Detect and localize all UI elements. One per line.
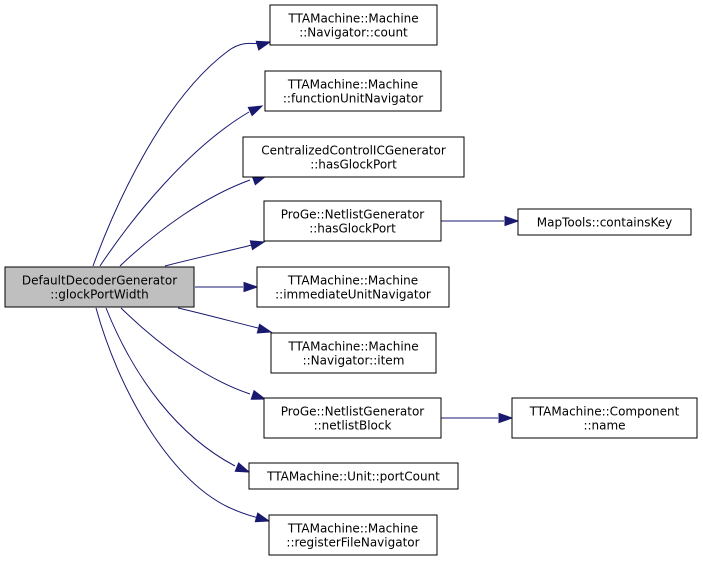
node-n5[interactable]: MapTools::containsKey: [517, 208, 692, 236]
edge-line: [99, 111, 250, 267]
node-root[interactable]: DefaultDecoderGenerator::glockPortWidth: [4, 266, 195, 308]
arrowhead-icon: [247, 105, 264, 117]
edge-n4-n5: [441, 215, 520, 227]
arrowhead-icon: [249, 240, 266, 251]
node-label: ::functionUnitNavigator: [283, 92, 423, 106]
node-n7[interactable]: TTAMachine::Machine::Navigator::item: [270, 332, 437, 374]
edge-root-n4: [164, 240, 266, 267]
node-label: ::name: [583, 419, 625, 433]
node-label: TTAMachine::Machine: [287, 274, 418, 288]
node-label: ProGe::NetlistGenerator: [281, 208, 424, 222]
edge-line: [177, 307, 259, 329]
node-box: [248, 462, 459, 490]
edge-line: [105, 307, 236, 467]
node-label: DefaultDecoderGenerator: [22, 274, 177, 288]
node-label: ::hasGlockPort: [309, 222, 396, 236]
arrowhead-icon: [254, 512, 271, 523]
node-box: [264, 70, 442, 112]
node-box: [256, 266, 450, 308]
node-label: ::hasGlockPort: [310, 158, 397, 172]
edge-line: [95, 307, 264, 520]
edge-root-n6: [195, 281, 259, 293]
edge-root-n3: [119, 175, 268, 267]
node-n4[interactable]: ProGe::NetlistGenerator::hasGlockPort: [263, 200, 442, 242]
node-label: MapTools::containsKey: [537, 216, 673, 230]
node-n8[interactable]: ProGe::NetlistGenerator::netlistBlock: [263, 397, 442, 439]
node-n1[interactable]: TTAMachine::Machine::Navigator::count: [269, 4, 438, 46]
arrowhead-icon: [234, 462, 251, 473]
arrowhead-icon: [498, 412, 514, 424]
node-label: ProGe::NetlistGenerator: [281, 405, 424, 419]
node-box: [511, 397, 698, 439]
node-box: [263, 200, 442, 242]
arrowhead-icon: [250, 389, 267, 400]
arrowhead-icon: [243, 281, 259, 293]
node-label: ::Navigator::count: [299, 26, 408, 40]
node-label: TTAMachine::Machine: [287, 522, 418, 536]
nodes-layer: DefaultDecoderGenerator::glockPortWidthT…: [4, 4, 698, 556]
edge-root-n2: [99, 105, 264, 267]
edges-layer: [92, 40, 520, 523]
node-label: TTAMachine::Machine: [287, 78, 418, 92]
node-box: [270, 332, 437, 374]
node-label: ::immediateUnitNavigator: [275, 288, 431, 302]
node-n3[interactable]: CentralizedControlICGenerator::hasGlockP…: [242, 136, 465, 178]
edge-line: [120, 307, 251, 395]
node-label: ::registerFileNavigator: [286, 536, 419, 550]
node-n11[interactable]: TTAMachine::Machine::registerFileNavigat…: [268, 514, 438, 556]
edge-root-n10: [105, 307, 251, 473]
edge-root-n7: [177, 307, 273, 334]
edge-root-n11: [95, 307, 271, 523]
node-box: [242, 136, 465, 178]
edge-line: [92, 42, 265, 267]
node-label: TTAMachine::Unit::portCount: [266, 470, 440, 484]
node-label: TTAMachine::Machine: [287, 340, 418, 354]
node-n2[interactable]: TTAMachine::Machine::functionUnitNavigat…: [264, 70, 442, 112]
node-box: [263, 397, 442, 439]
arrowhead-icon: [256, 323, 273, 334]
edge-n8-n9: [441, 412, 514, 424]
edge-line: [164, 244, 253, 267]
node-n6[interactable]: TTAMachine::Machine::immediateUnitNaviga…: [256, 266, 450, 308]
node-label: TTAMachine::Machine: [287, 12, 418, 26]
node-label: TTAMachine::Component: [529, 405, 680, 419]
node-n10[interactable]: TTAMachine::Unit::portCount: [248, 462, 459, 490]
node-label: ::netlistBlock: [314, 419, 392, 433]
node-label: ::glockPortWidth: [50, 288, 149, 302]
node-label: ::Navigator::item: [303, 354, 405, 368]
node-box: [268, 514, 438, 556]
node-box: [4, 266, 195, 308]
edge-root-n8: [120, 307, 267, 400]
node-n9[interactable]: TTAMachine::Component::name: [511, 397, 698, 439]
node-label: CentralizedControlICGenerator: [261, 144, 446, 158]
node-box: [269, 4, 438, 46]
edge-root-n1: [92, 40, 272, 267]
arrowhead-icon: [504, 215, 520, 227]
edge-line: [119, 179, 251, 267]
node-box: [517, 208, 692, 236]
arrowhead-icon: [255, 40, 272, 51]
